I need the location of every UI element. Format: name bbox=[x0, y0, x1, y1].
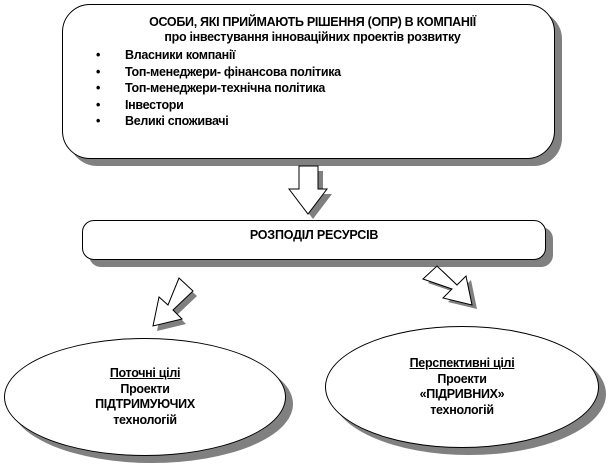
resource-allocation-label: РОЗПОДІЛ РЕСУРСІВ bbox=[249, 228, 379, 242]
prospective-goals-heading: Перспективні цілі bbox=[409, 356, 515, 370]
down-right-arrow-icon bbox=[422, 265, 477, 309]
list-item: • Власники компанії bbox=[85, 47, 540, 64]
decision-makers-box: ОСОБИ, ЯКІ ПРИЙМАЮТЬ РІШЕННЯ (ОПР) В КОМ… bbox=[62, 4, 555, 159]
current-goals-line1: Проекти bbox=[120, 381, 170, 396]
stakeholder-label: Власники компанії bbox=[125, 48, 236, 62]
current-goals-heading: Поточні цілі bbox=[109, 366, 181, 380]
current-goals-line3: технологій bbox=[113, 412, 177, 427]
stakeholder-label: Інвестори bbox=[125, 97, 184, 112]
bullet-icon: • bbox=[96, 97, 101, 112]
current-goals-line2: ПІДТРИМУЮЧИХ bbox=[95, 397, 195, 411]
list-item: • Інвестори bbox=[85, 97, 540, 114]
bullet-icon: • bbox=[96, 114, 101, 128]
bullet-icon: • bbox=[96, 64, 101, 79]
list-item: • Топ-менеджери-технічна політика bbox=[85, 80, 540, 97]
stakeholder-label: Топ-менеджери-технічна політика bbox=[125, 81, 326, 95]
stakeholder-label: Великі споживачі bbox=[125, 114, 229, 128]
bullet-icon: • bbox=[96, 81, 101, 95]
prospective-goals-line3: технологій bbox=[430, 402, 494, 417]
down-arrow-icon bbox=[287, 165, 332, 219]
prospective-goals-ellipse: Перспективні цілі Проекти «ПІДРИВНИХ» те… bbox=[325, 326, 599, 448]
decision-makers-subtitle: про інвестування інноваційних проектів р… bbox=[164, 30, 461, 44]
list-item: • Топ-менеджери- фінансова політика bbox=[85, 64, 540, 81]
list-item: • Великі споживачі bbox=[85, 113, 540, 130]
down-left-arrow-icon bbox=[152, 277, 197, 331]
prospective-goals-line1: Проекти bbox=[437, 371, 487, 386]
resource-allocation-box: РОЗПОДІЛ РЕСУРСІВ bbox=[82, 220, 546, 260]
stakeholder-list: • Власники компанії • Топ-менеджери- фінан… bbox=[85, 47, 540, 130]
stakeholder-label: Топ-менеджери- фінансова політика bbox=[125, 64, 341, 79]
bullet-icon: • bbox=[96, 48, 101, 62]
prospective-goals-line2: «ПІДРИВНИХ» bbox=[419, 387, 505, 401]
decision-makers-title: ОСОБИ, ЯКІ ПРИЙМАЮТЬ РІШЕННЯ (ОПР) В КОМ… bbox=[149, 15, 476, 29]
current-goals-ellipse: Поточні цілі Проекти ПІДТРИМУЮЧИХ технол… bbox=[4, 338, 286, 456]
